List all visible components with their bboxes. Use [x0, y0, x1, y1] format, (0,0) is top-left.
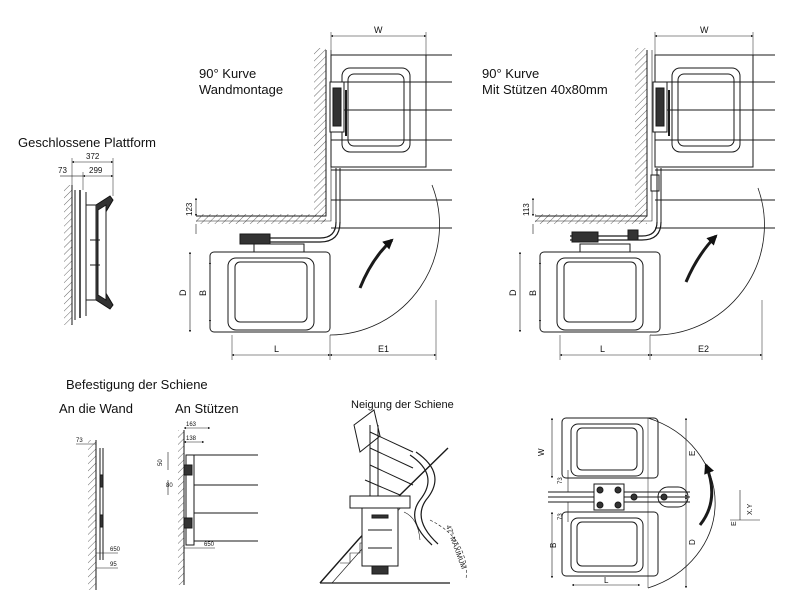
heading-curve-wall-line1: 90° Kurve — [199, 66, 257, 81]
fixing-wall-view — [76, 440, 118, 590]
dim-post-W: W — [700, 25, 709, 35]
dim-closed-372: 372 — [86, 152, 100, 161]
dim-top-73a: 73 — [558, 477, 564, 484]
dim-closed-299: 299 — [89, 166, 103, 175]
curve-wall-mount-view — [188, 32, 452, 360]
fixing-posts-view — [167, 426, 258, 585]
dim-post-D: D — [508, 289, 518, 296]
dim-top-D: D — [688, 539, 697, 545]
dim-wall-E1: E1 — [378, 344, 389, 354]
dim-top-W: W — [537, 448, 546, 456]
rail-incline-view — [319, 409, 467, 584]
heading-curve-wall-line2: Wandmontage — [199, 82, 284, 97]
heading-closed-platform: Geschlossene Plattform — [18, 135, 157, 150]
curve-post-mount-view — [518, 32, 775, 360]
closed-platform-view — [60, 158, 114, 325]
dim-top-E-small: E — [731, 521, 738, 526]
dim-incline-max: 47° MAXIMUM — [444, 524, 467, 570]
heading-on-posts: An Stützen — [175, 401, 239, 416]
dim-closed-73: 73 — [58, 166, 67, 175]
dim-wall-D: D — [178, 289, 188, 296]
dim-fix-post-138: 138 — [186, 436, 197, 442]
dim-wall-B: B — [198, 290, 208, 296]
dim-fix-post-80: 80 — [166, 483, 173, 489]
dim-fix-post-50: 50 — [158, 459, 164, 466]
dim-wall-L: L — [274, 344, 279, 354]
heading-curve-post-line1: 90° Kurve — [482, 66, 540, 81]
dim-top-L: L — [604, 576, 609, 585]
dim-top-B: B — [549, 543, 558, 548]
dim-post-113: 113 — [522, 203, 531, 216]
dim-fix-post-650: 650 — [204, 542, 215, 548]
dim-wall-123: 123 — [185, 202, 194, 216]
heading-rail-incline: Neigung der Schiene — [351, 399, 454, 411]
dim-post-B: B — [528, 290, 538, 296]
dim-fix-wall-650: 650 — [110, 547, 121, 553]
top-view-curve — [548, 417, 760, 589]
dim-top-73b: 73 — [558, 513, 564, 520]
heading-rail-fixing: Befestigung der Schiene — [66, 377, 208, 392]
dim-post-L: L — [600, 344, 605, 354]
dim-top-XY: X.Y — [747, 503, 754, 515]
dim-post-E2: E2 — [698, 344, 709, 354]
dim-fix-wall-95: 95 — [110, 562, 117, 568]
dim-fix-post-163: 163 — [186, 422, 197, 428]
heading-on-wall: An die Wand — [59, 401, 133, 416]
heading-curve-post-line2: Mit Stützen 40x80mm — [482, 82, 608, 97]
dim-wall-W: W — [374, 25, 383, 35]
dim-fix-wall-73: 73 — [76, 438, 83, 444]
dim-top-E: E — [688, 451, 697, 456]
